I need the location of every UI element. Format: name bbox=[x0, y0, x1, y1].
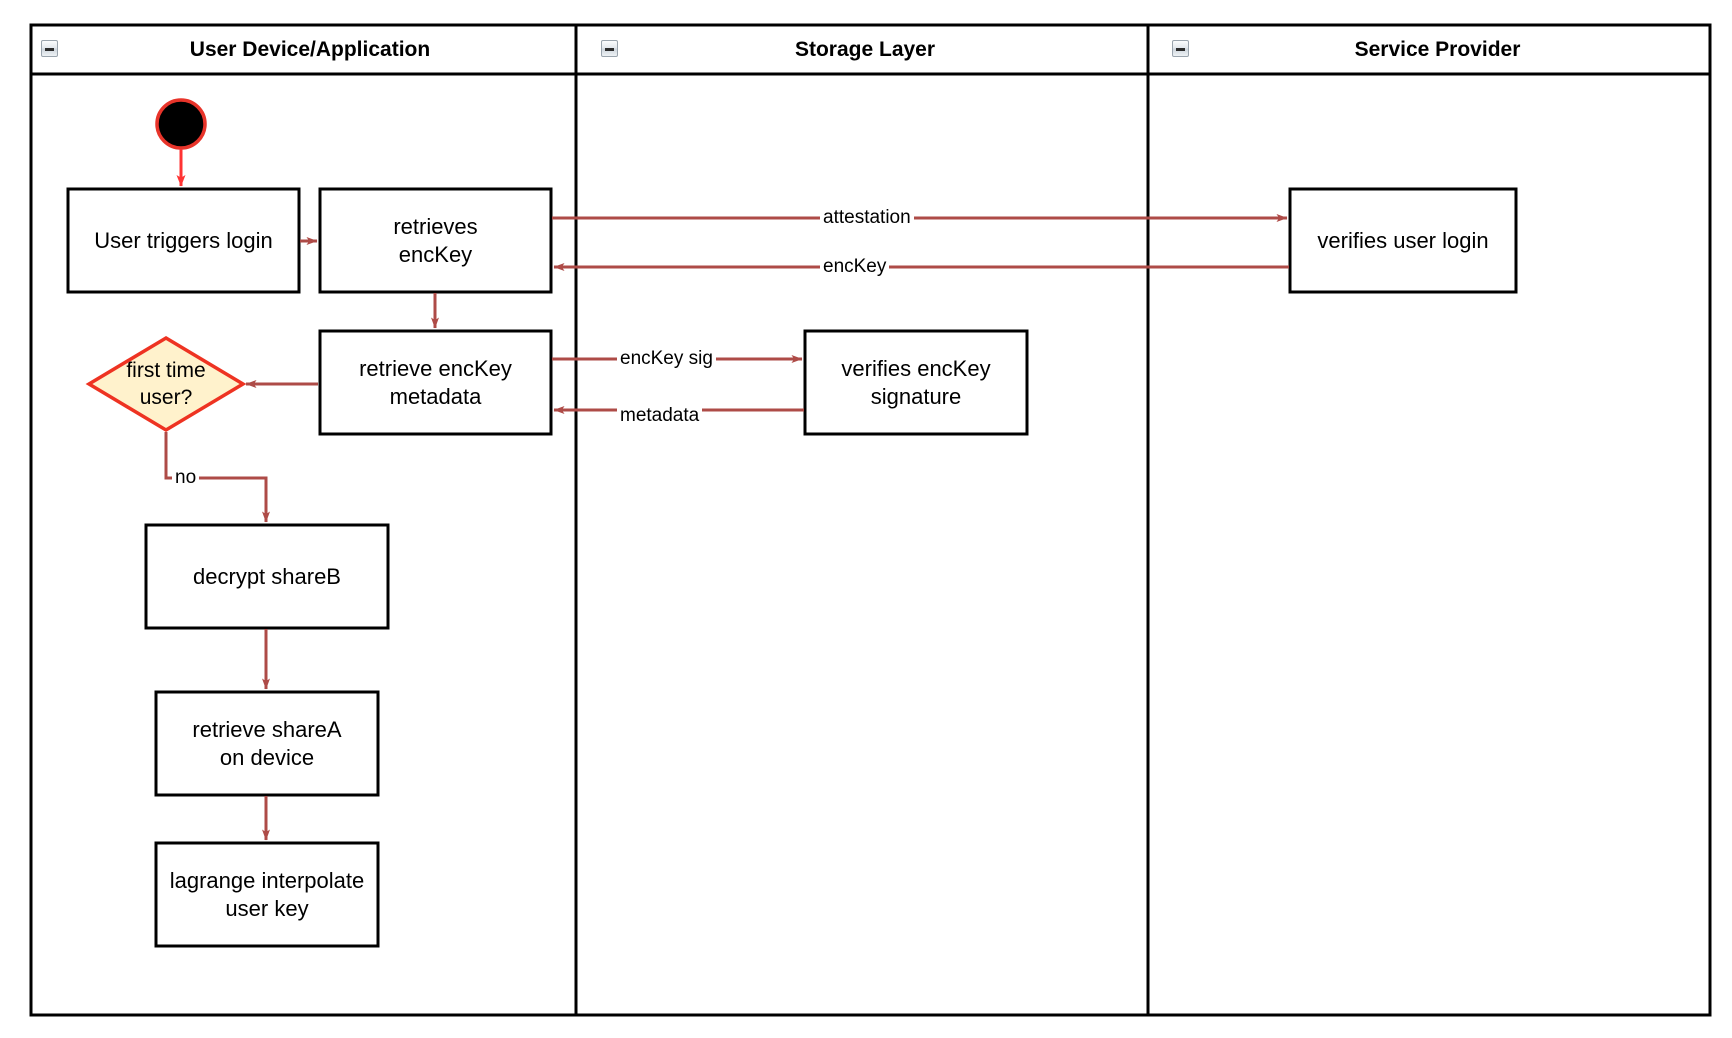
edge-no bbox=[164, 432, 270, 523]
lane-header-storage-layer: Storage Layer bbox=[794, 38, 936, 61]
node-decrypt-shareb[interactable] bbox=[144, 523, 390, 630]
start-node[interactable] bbox=[155, 98, 207, 150]
node-verifies-enckey-signature[interactable] bbox=[803, 329, 1029, 436]
node-retrieves-enckey[interactable] bbox=[318, 187, 553, 294]
node-retrieve-sharea-on-device[interactable] bbox=[154, 690, 380, 797]
minus-collapse-icon-service-provider[interactable] bbox=[1172, 40, 1189, 57]
minus-collapse-icon-storage[interactable] bbox=[601, 40, 618, 57]
node-first-time-user-decision[interactable] bbox=[85, 335, 247, 433]
node-lagrange-interpolate-user-key[interactable] bbox=[154, 841, 380, 948]
node-retrieve-enckey-metadata[interactable] bbox=[318, 329, 553, 436]
edge-label-enckey-sig: encKey sig bbox=[617, 348, 716, 370]
minus-collapse-icon-user-device[interactable] bbox=[41, 40, 58, 57]
edge-label-attestation: attestation bbox=[820, 207, 914, 229]
lane-header-service-provider: Service Provider bbox=[1354, 38, 1521, 61]
edge-label-metadata: metadata bbox=[617, 405, 703, 427]
node-user-triggers-login[interactable] bbox=[66, 187, 301, 294]
edge-label-enckey: encKey bbox=[820, 256, 890, 278]
lane-header-user-device: User Device/Application bbox=[189, 38, 431, 61]
node-verifies-user-login[interactable] bbox=[1288, 187, 1518, 294]
edge-label-no: no bbox=[172, 467, 200, 489]
